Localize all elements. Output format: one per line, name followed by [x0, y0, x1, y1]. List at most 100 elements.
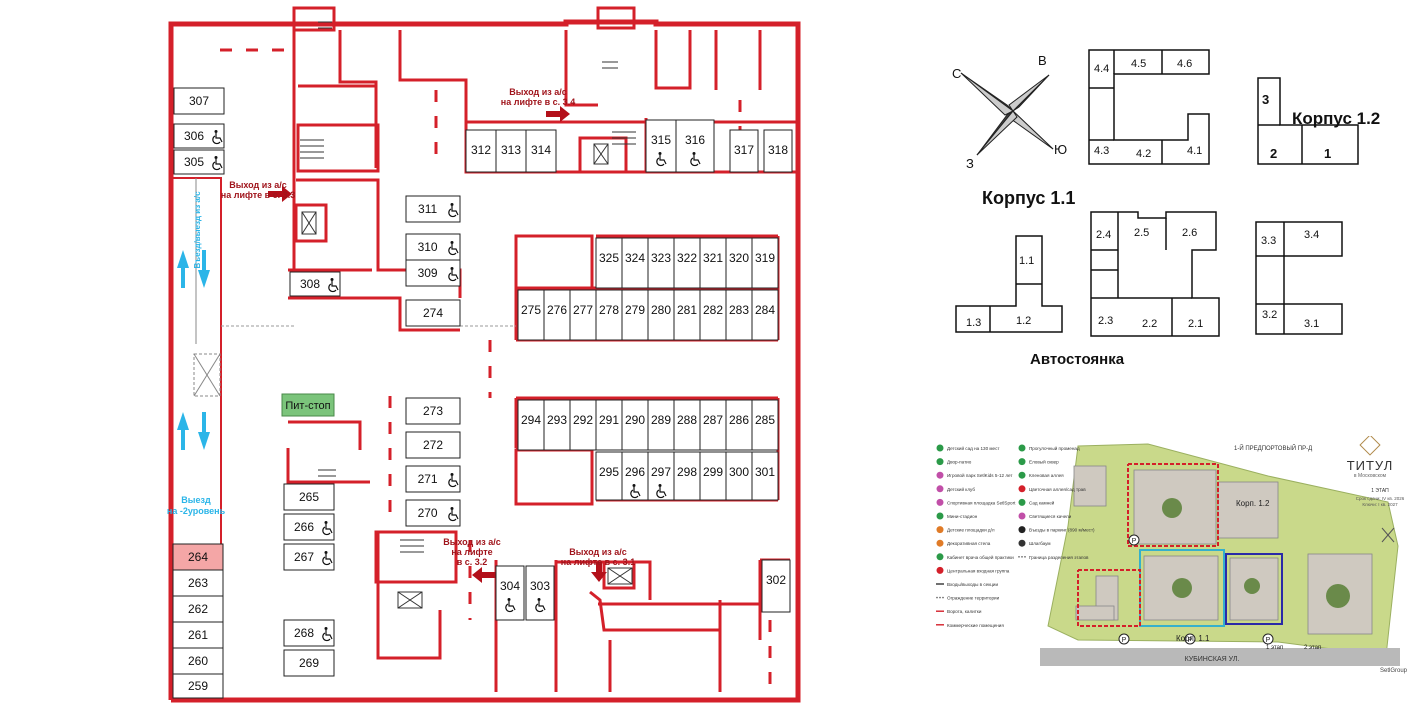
parking-spot[interactable]: 316 — [675, 119, 715, 173]
parking-spot[interactable]: 288 — [673, 399, 701, 451]
spot-number: 300 — [729, 465, 749, 479]
parking-spot[interactable]: 322 — [673, 237, 701, 289]
parking-spot[interactable]: 277 — [569, 289, 597, 341]
parking-spot[interactable]: 296 — [621, 451, 649, 501]
parking-spot[interactable]: 270 — [405, 499, 461, 527]
wheelchair-icon — [322, 627, 333, 642]
spot-number: 267 — [294, 550, 314, 564]
spot-box — [763, 129, 793, 173]
svg-text:P: P — [1188, 637, 1193, 644]
parking-spot[interactable]: 293 — [543, 399, 571, 451]
parking-spot[interactable]: 287 — [699, 399, 727, 451]
parking-spot[interactable]: 306 — [173, 123, 225, 149]
parking-spot[interactable]: 325 — [595, 237, 623, 289]
parking-spot[interactable]: 318 — [763, 129, 793, 173]
legend-label: Детские площадки д/л — [947, 528, 995, 533]
parking-spot[interactable]: 289 — [647, 399, 675, 451]
parking-spot[interactable]: 266 — [283, 513, 335, 541]
parking-spot[interactable]: 282 — [699, 289, 727, 341]
parking-spot[interactable]: 319 — [751, 237, 779, 289]
legend-item: Детские площадки д/л — [936, 526, 995, 534]
parking-spot[interactable]: 298 — [673, 451, 701, 501]
legend-item: Ворота, калитки — [936, 609, 982, 614]
parking-spot[interactable]: 315 — [645, 119, 677, 173]
parking-spot[interactable]: 272 — [405, 431, 461, 459]
parking-spot[interactable]: 263 — [172, 569, 224, 597]
stage-line-1: Срок сдачи: IV кв. 2026 — [1356, 496, 1405, 501]
spot-box — [751, 237, 779, 289]
parking-spot[interactable]: 309 — [405, 259, 461, 287]
parking-spot[interactable]: 264 — [172, 543, 224, 571]
parking-spot[interactable]: 259 — [172, 673, 224, 699]
spot-number: 290 — [625, 413, 645, 427]
legend-label: Коммерческие помещения — [947, 623, 1004, 628]
parking-spot[interactable]: 300 — [725, 451, 753, 501]
parking-spot[interactable]: 284 — [751, 289, 779, 341]
parking-spot[interactable]: 317 — [729, 129, 759, 173]
spot-number: 269 — [299, 656, 319, 670]
parking-spot[interactable]: 297 — [647, 451, 675, 501]
legend-item: Коммерческие помещения — [936, 623, 1004, 628]
parking-spot[interactable]: 301 — [751, 451, 779, 501]
parking-spot[interactable]: 291 — [595, 399, 623, 451]
parking-spot[interactable]: 269 — [283, 649, 335, 677]
spot-box — [405, 299, 461, 327]
parking-spot[interactable]: 278 — [595, 289, 623, 341]
parking-spot[interactable]: 274 — [405, 299, 461, 327]
parking-spot[interactable]: 321 — [699, 237, 727, 289]
spot-box — [283, 483, 335, 511]
legend-marker-icon — [936, 485, 944, 493]
parking-spot[interactable]: 313 — [495, 129, 527, 173]
parking-spot[interactable]: 290 — [621, 399, 649, 451]
parking-spot[interactable]: 307 — [173, 87, 225, 115]
parking-spot[interactable]: 303 — [525, 565, 555, 621]
parking-spot[interactable]: 286 — [725, 399, 753, 451]
parking-spot[interactable]: 261 — [172, 621, 224, 649]
sec-3-2: 3.2 — [1262, 309, 1277, 321]
parking-spot[interactable]: 279 — [621, 289, 649, 341]
parking-spot[interactable]: 299 — [699, 451, 727, 501]
exit-label-line: Выход из а/с — [229, 180, 287, 190]
spot-box — [751, 451, 779, 501]
wheelchair-icon — [448, 267, 459, 282]
parking-spot[interactable]: 292 — [569, 399, 597, 451]
exit-label-line: Выход из а/с — [443, 537, 501, 547]
parking-spot[interactable]: 285 — [751, 399, 779, 451]
parking-spot[interactable]: 262 — [172, 595, 224, 623]
spot-box — [621, 289, 649, 341]
pitstop-box — [281, 393, 335, 417]
legend-label: Шлагбаум — [1029, 541, 1051, 546]
parking-spot[interactable]: 267 — [283, 543, 335, 571]
parking-spot[interactable]: 302 — [761, 559, 791, 613]
arrow-up-icon — [177, 412, 189, 450]
parking-spot[interactable]: 271 — [405, 465, 461, 493]
legend-item: Декоративная стела — [936, 539, 991, 547]
parking-spot[interactable]: 268 — [283, 619, 335, 647]
sec-3: 3 — [1262, 92, 1269, 107]
exit-label-line: на лифте в с. 3.4 — [501, 97, 575, 107]
parking-spot[interactable]: 283 — [725, 289, 753, 341]
parking-spot[interactable]: 280 — [647, 289, 675, 341]
parking-spot[interactable]: 304 — [495, 565, 525, 621]
parking-spot[interactable]: 312 — [465, 129, 497, 173]
parking-spot[interactable]: 295 — [595, 451, 623, 501]
parking-spot[interactable]: 320 — [725, 237, 753, 289]
exit-label-line: на лифте в с. 3.1 — [561, 557, 635, 567]
parking-spot[interactable]: 308 — [289, 271, 341, 297]
parking-spot[interactable]: 276 — [543, 289, 571, 341]
parking-spot[interactable]: 310 — [405, 233, 461, 261]
parking-spot[interactable]: 275 — [517, 289, 545, 341]
parking-spot[interactable]: 281 — [673, 289, 701, 341]
parking-spot[interactable]: 323 — [647, 237, 675, 289]
parking-spot[interactable]: 324 — [621, 237, 649, 289]
legend-label: Прогулочный променад — [1029, 445, 1080, 451]
parking-spot[interactable]: 265 — [283, 483, 335, 511]
key-plans: 4.4 4.5 4.6 4.3 4.2 4.1 3 2 1 1.1 1.3 1.… — [955, 49, 1380, 368]
parking-spot[interactable]: 305 — [173, 149, 225, 175]
parking-spot[interactable]: 273 — [405, 397, 461, 425]
parking-spot[interactable]: 294 — [517, 399, 545, 451]
parking-spot[interactable]: 311 — [405, 195, 461, 223]
spot-box — [569, 399, 597, 451]
parking-spot[interactable]: 260 — [172, 647, 224, 675]
parking-spot[interactable]: 314 — [525, 129, 557, 173]
